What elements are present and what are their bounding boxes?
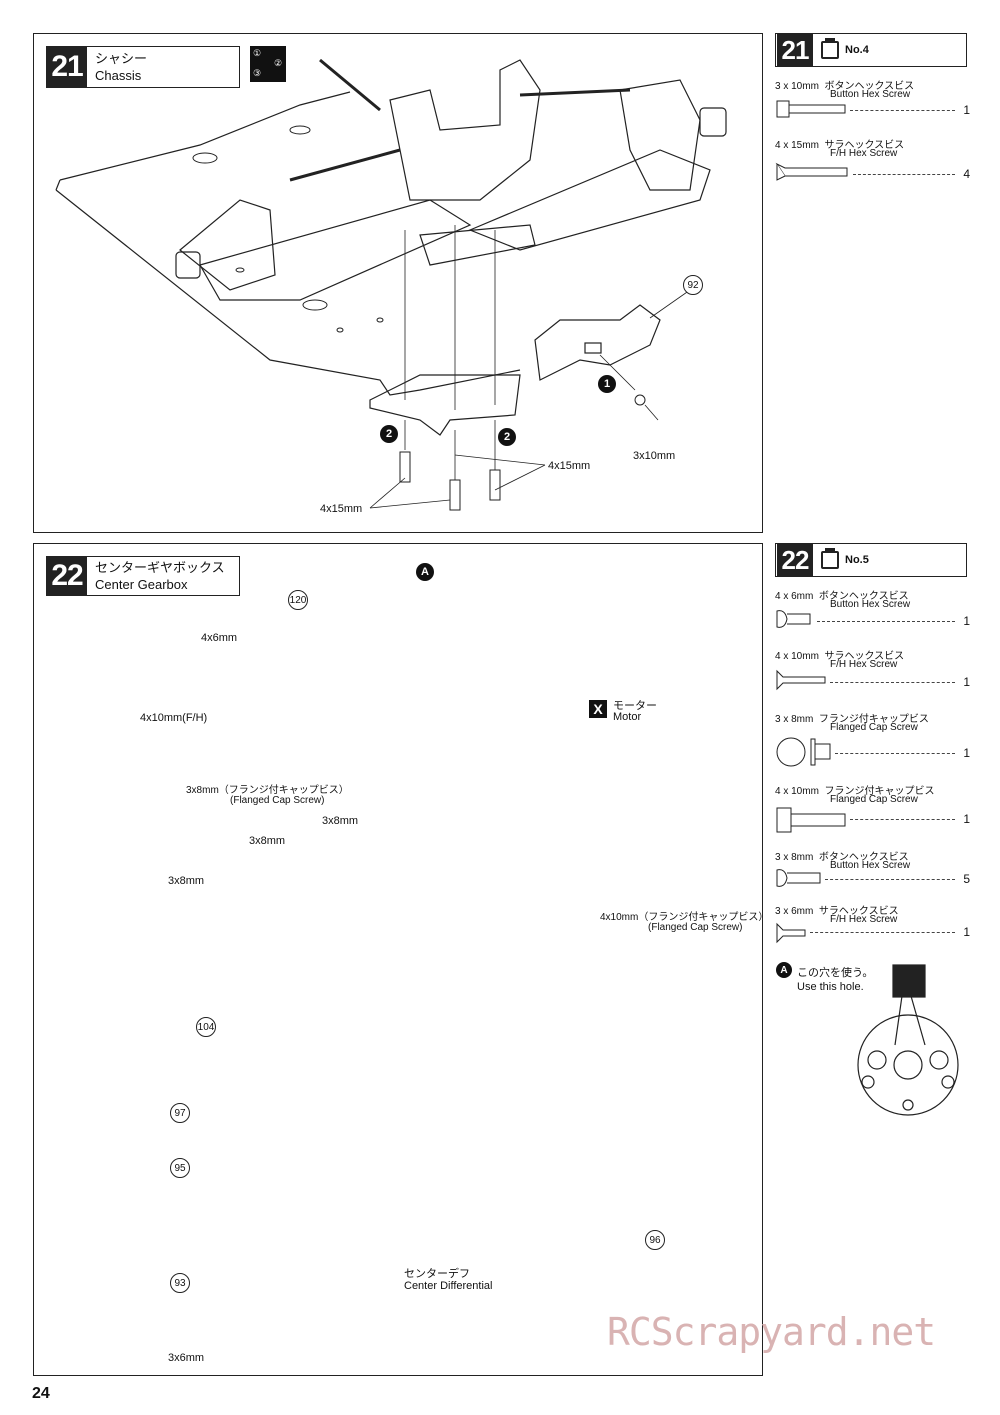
flanged-4x10-en: (Flanged Cap Screw): [648, 922, 743, 933]
step-marker-1: 1: [598, 375, 616, 393]
step22-frame: [33, 543, 763, 1376]
screw-label-3x6: 3x6mm: [168, 1352, 205, 1364]
screw-label-3x8-a: 3x8mm: [168, 875, 205, 887]
motor-label-en: Motor: [613, 711, 642, 723]
screw-label-3x8-b: 3x8mm: [249, 835, 286, 847]
bag-icon: [821, 38, 839, 59]
motor-tag: X: [589, 700, 607, 718]
flanged-3x8-jp: 3x8mm（フランジ付キャップビス）: [186, 785, 349, 796]
bag-label: No.4: [845, 44, 869, 56]
screw-qty: 1: [963, 103, 970, 117]
part-ref-95: 95: [170, 1158, 190, 1178]
part-ref-93: 93: [170, 1273, 190, 1293]
screw-label-4x10fh: 4x10mm(F/H): [140, 712, 208, 724]
step21-header: 21 シャシー Chassis: [46, 46, 240, 88]
step-marker-2b: 2: [498, 428, 516, 446]
flanged-3x8-en: (Flanged Cap Screw): [230, 795, 325, 806]
note-marker-a: A: [776, 962, 792, 978]
watermark: RCScrapyard.net: [607, 1310, 936, 1354]
screw-qty: 1: [963, 925, 970, 939]
diff-label-en: Center Differential: [404, 1280, 493, 1292]
screw-label-3x8-c: 3x8mm: [322, 815, 359, 827]
step21-side-number: 21: [777, 34, 813, 66]
diff-label-jp: センターデフ: [404, 1268, 470, 1280]
part-ref-96: 96: [645, 1230, 665, 1250]
bag-label: No.5: [845, 554, 869, 566]
flanged-4x10-jp: 4x10mm（フランジ付キャップビス）: [600, 912, 769, 923]
part-ref-92: 92: [683, 275, 703, 295]
step22-number: 22: [47, 557, 87, 595]
screw-label-4x15-right: 4x15mm: [548, 460, 591, 472]
note-text-en: Use this hole.: [797, 981, 864, 993]
screw-item: 3 x 8mm フランジ付キャップビス Flanged Cap Screw 1: [775, 710, 970, 767]
screw-item: 3 x 10mm ボタンヘックスビス Button Hex Screw 1: [775, 81, 970, 118]
part-ref-104: 104: [196, 1017, 216, 1037]
screw-qty: 4: [963, 167, 970, 181]
screw-label-4x6: 4x6mm: [201, 632, 238, 644]
screw-item: 4 x 10mm フランジ付キャップビス Flanged Cap Screw 1: [775, 782, 970, 834]
screw-item: 4 x 6mm ボタンヘックスビス Button Hex Screw 1: [775, 591, 970, 628]
step22-title-jp: センターギヤボックス: [95, 560, 225, 575]
marker-a: A: [416, 563, 434, 581]
step22-title-en: Center Gearbox: [95, 577, 188, 592]
screw-item: 3 x 8mm ボタンヘックスビス Button Hex Screw 5: [775, 852, 970, 887]
screw-label-3x10: 3x10mm: [633, 450, 676, 462]
screw-qty: 1: [963, 746, 970, 760]
screw-qty: 5: [963, 872, 970, 886]
step21-parts-header: 21 No.4: [775, 33, 967, 67]
part-ref-97: 97: [170, 1103, 190, 1123]
page-number: 24: [32, 1385, 50, 1402]
note-text-jp: この穴を使う。: [797, 967, 874, 979]
step22-parts-header: 22 No.5: [775, 543, 967, 577]
step21-title-en: Chassis: [95, 68, 142, 83]
screw-item: 4 x 15mm サラヘックスビス F/H Hex Screw 4: [775, 140, 970, 181]
screw-qty: 1: [963, 614, 970, 628]
step22-header: 22 センターギヤボックス Center Gearbox: [46, 556, 240, 596]
step21-number: 21: [47, 47, 87, 87]
assembly-order-icon: ① ② ③: [250, 46, 286, 82]
step22-side-number: 22: [777, 544, 813, 576]
screw-qty: 1: [963, 675, 970, 689]
screw-item: 3 x 6mm サラヘックスビス F/H Hex Screw 1: [775, 902, 970, 948]
step21-title-jp: シャシー: [95, 51, 148, 66]
part-ref-120: 120: [288, 590, 308, 610]
bag-icon: [821, 548, 839, 569]
screw-qty: 1: [963, 812, 970, 826]
step-marker-2a: 2: [380, 425, 398, 443]
screw-item: 4 x 10mm サラヘックスビス F/H Hex Screw 1: [775, 651, 970, 691]
screw-label-4x15-left: 4x15mm: [320, 503, 363, 515]
motor-label-jp: モーター: [613, 700, 657, 712]
